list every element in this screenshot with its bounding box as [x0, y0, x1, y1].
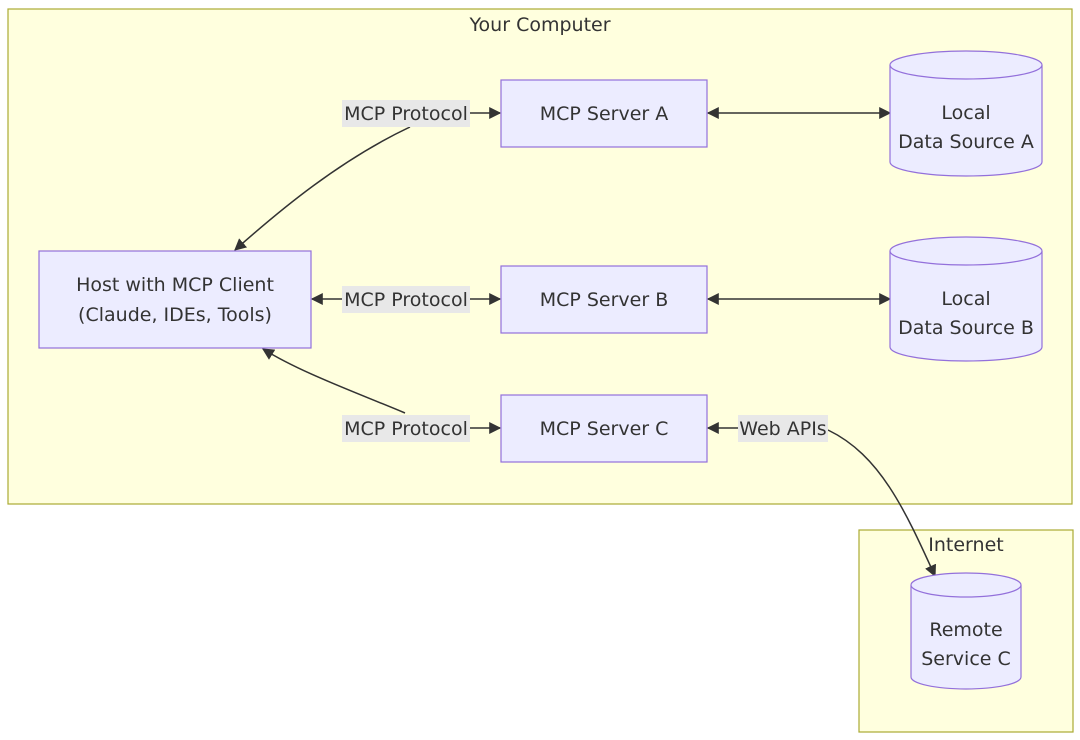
data-source-b-line2: Data Source B [898, 317, 1034, 339]
remote-service-c-cylinder: Remote Service C [910, 572, 1022, 690]
edge-webapis-to-remote [827, 429, 936, 578]
cluster-title-internet: Internet [928, 534, 1003, 556]
data-source-a-line1: Local [941, 102, 990, 124]
server-c-label: MCP Server C [540, 418, 669, 440]
data-source-b-line1: Local [941, 288, 990, 310]
edge-label-protocol-b: MCP Protocol [342, 286, 470, 313]
edge-label-protocol-c-text: MCP Protocol [344, 418, 468, 440]
edge-label-protocol-a-text: MCP Protocol [344, 103, 468, 125]
edge-label-protocol-b-text: MCP Protocol [344, 289, 468, 311]
remote-service-c-line1: Remote [929, 619, 1002, 641]
cluster-title-your-computer: Your Computer [468, 14, 610, 36]
server-c-node: MCP Server C [500, 394, 708, 463]
server-a-label: MCP Server A [540, 103, 669, 125]
edge-protocol-c-to-host [261, 348, 406, 414]
edge-label-protocol-c: MCP Protocol [342, 415, 470, 442]
server-b-node: MCP Server B [500, 265, 708, 334]
host-node: Host with MCP Client (Claude, IDEs, Tool… [38, 250, 312, 349]
server-a-node: MCP Server A [500, 79, 708, 148]
host-node-line1: Host with MCP Client [76, 274, 274, 296]
edge-protocol-a-to-host [234, 126, 411, 251]
data-source-a-line2: Data Source A [898, 131, 1034, 153]
edge-label-web-apis: Web APIs [738, 415, 828, 442]
data-source-b-cylinder: Local Data Source B [889, 236, 1043, 362]
data-source-a-cylinder: Local Data Source A [889, 50, 1043, 177]
remote-service-c-line2: Service C [921, 648, 1011, 670]
host-node-line2: (Claude, IDEs, Tools) [78, 304, 272, 326]
edge-label-web-apis-text: Web APIs [739, 418, 826, 440]
edge-label-protocol-a: MCP Protocol [342, 100, 470, 127]
server-b-label: MCP Server B [540, 289, 669, 311]
cluster-internet: Internet [858, 529, 1074, 733]
